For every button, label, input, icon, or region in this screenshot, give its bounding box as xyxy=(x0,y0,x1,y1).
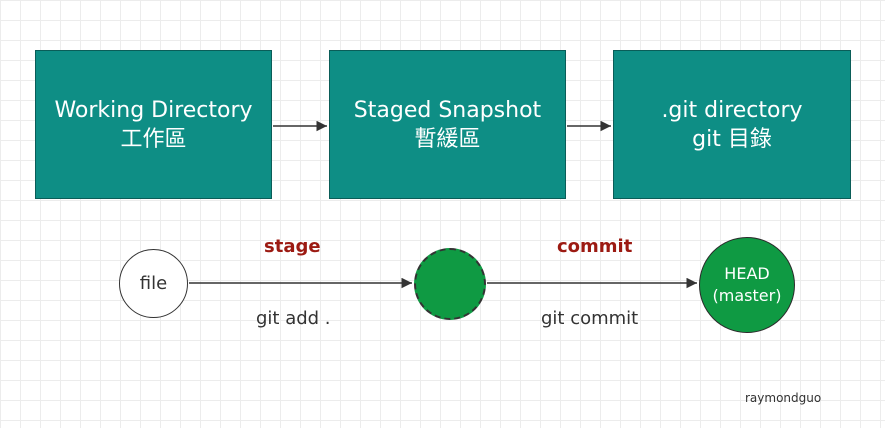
head-node: HEAD (master) xyxy=(699,237,795,333)
box-subtitle: 暫緩區 xyxy=(414,126,481,152)
box-title: Working Directory xyxy=(54,97,253,123)
staged-snapshot-box: Staged Snapshot 暫緩區 xyxy=(329,50,566,199)
box-title: .git directory xyxy=(661,97,803,123)
head-node-label: HEAD xyxy=(724,264,770,283)
git-directory-box: .git directory git 目錄 xyxy=(613,50,851,199)
box-title: Staged Snapshot xyxy=(353,97,542,123)
git-commit-label: git commit xyxy=(541,308,639,329)
git-add-label: git add . xyxy=(256,308,331,329)
file-node-label: file xyxy=(139,273,168,294)
stage-label: stage xyxy=(264,236,321,257)
head-node-branch: (master) xyxy=(712,286,782,305)
working-directory-box: Working Directory 工作區 xyxy=(35,50,272,199)
box-subtitle: git 目錄 xyxy=(692,126,772,152)
file-node: file xyxy=(119,249,188,318)
staged-node xyxy=(414,248,486,320)
commit-label: commit xyxy=(557,236,633,257)
watermark: raymondguo xyxy=(745,391,822,405)
box-subtitle: 工作區 xyxy=(120,126,187,152)
